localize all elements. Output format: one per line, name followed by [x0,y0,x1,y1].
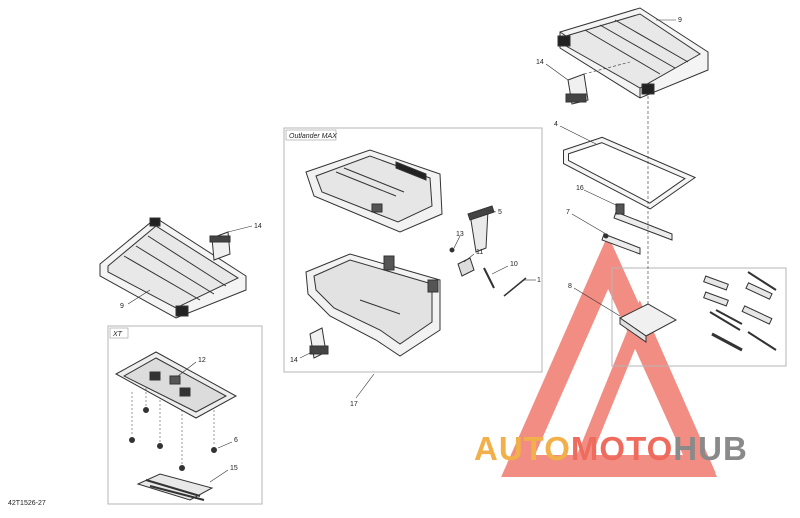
dashed-leader [583,61,631,75]
callout-14-left: 14 [254,223,262,230]
callout-14-mid: 14 [290,357,298,364]
leader-line [299,351,313,359]
callout-9-top: 9 [678,17,682,24]
leader-line [453,235,461,249]
xt-plate-part [114,351,238,419]
leader-line [583,189,619,207]
latch-hardware-part [449,247,527,297]
leader-line [545,63,569,81]
outlander-max-label: Outlander MAX [289,133,337,140]
callout-16: 16 [576,185,584,192]
callout-8: 8 [568,283,572,290]
leader-line [491,265,509,275]
watermark-hub: HUB [673,430,748,467]
leader-line [177,361,197,377]
leader-line [487,209,497,213]
strap-7-part [601,233,641,255]
callout-17: 17 [350,401,358,408]
reference-code: 42T1526-27 [8,500,46,507]
callout-10: 10 [510,261,518,268]
latch-5-part [467,205,495,253]
handle-15-part [136,473,214,501]
xt-label: XT [112,331,123,338]
callout-13: 13 [456,231,464,238]
callout-9-left: 9 [120,303,124,310]
leader-line [127,289,151,305]
tool-kit-bag-part [619,303,678,343]
watermark-logo-icon [501,234,718,477]
outlander-max-box: Outlander MAX [283,127,543,373]
dashed-leaders [131,388,215,464]
bracket-16-part [613,203,673,241]
leader-line [209,469,229,483]
leader-line [463,253,475,263]
tools-set-part [703,271,777,352]
leader-line [217,441,233,449]
callout-7: 7 [566,209,570,216]
callout-12: 12 [198,357,206,364]
storage-lid-part [305,149,443,233]
bracket-left-part [209,231,231,261]
callout-15: 15 [230,465,238,472]
storage-tub-part [305,253,441,357]
nuts-part [129,407,217,471]
xt-box: XT [107,325,263,505]
rear-rack-top-part [557,7,709,99]
callout-4: 4 [554,121,558,128]
tool-kit-box [611,267,787,367]
rear-rack-left-part [99,217,247,319]
leader-line [227,225,253,233]
leader-line [559,125,597,145]
bracket-max-part [309,327,329,359]
leader-line [571,213,607,235]
leader-line [355,373,375,399]
callout-11: 11 [476,249,483,256]
callout-14-top: 14 [536,59,544,66]
watermark-text: AUTOMOTOHUB [474,432,748,465]
callout-6: 6 [234,437,238,444]
callout-5: 5 [498,209,502,216]
callout-1: 1 [537,277,541,284]
rack-frame-part [563,136,697,210]
watermark-moto: MOTO [570,430,674,467]
watermark-auto: AUTO [474,430,571,467]
bracket-top-part [565,73,589,105]
leader-line [573,287,621,317]
